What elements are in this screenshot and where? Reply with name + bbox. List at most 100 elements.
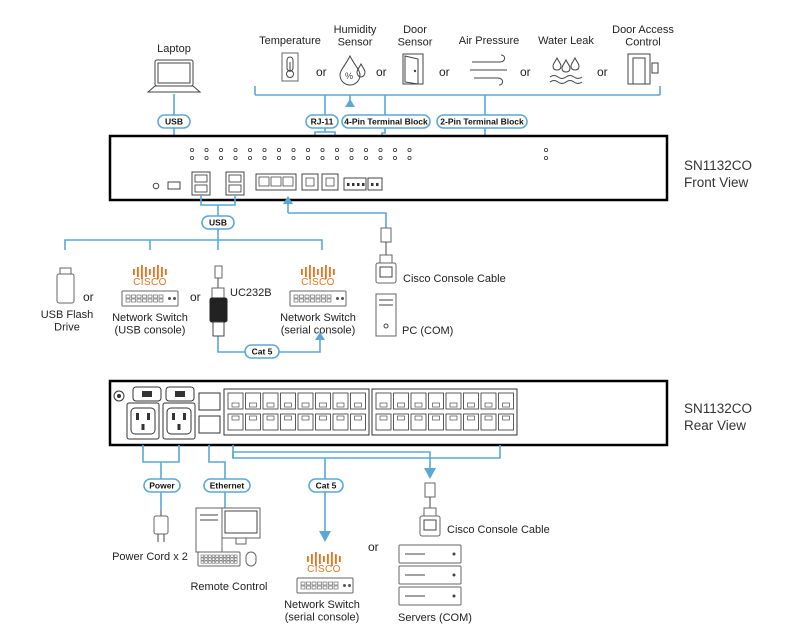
rj45-port-latch — [231, 415, 240, 421]
keyboard-key — [200, 557, 205, 561]
water-leak-icon — [549, 56, 583, 84]
led-indicator — [276, 155, 281, 160]
keyboard-key — [211, 560, 216, 564]
led-indicator — [189, 147, 194, 152]
switch-port — [304, 294, 310, 299]
rj45-port-latch — [432, 402, 440, 408]
laptop-icon — [146, 59, 202, 93]
rj45-port-latch — [502, 402, 510, 408]
switch-port — [293, 294, 299, 299]
pill-4pin: 4-Pin Terminal Block — [341, 114, 431, 129]
led-indicator — [247, 155, 252, 160]
switch-port — [304, 298, 310, 303]
rj45-port-latch — [467, 415, 475, 421]
rj45-port-latch — [502, 415, 510, 421]
led-indicator — [349, 155, 354, 160]
switch-port — [310, 298, 315, 303]
keyboard-key — [204, 554, 208, 558]
led-indicator — [262, 155, 267, 160]
keyboard-key — [230, 557, 234, 561]
keyboard-key — [208, 557, 212, 561]
sensor-label-temperature: Temperature — [259, 35, 321, 47]
led-indicator — [305, 155, 310, 160]
switch-port — [315, 298, 321, 303]
keyboard-key — [222, 557, 227, 561]
switch-port — [142, 298, 147, 303]
rj45-port-latch — [397, 415, 405, 421]
door-icon — [402, 53, 424, 85]
pill-2pin: 2-Pin Terminal Block — [436, 114, 528, 129]
keyboard-key — [200, 560, 205, 564]
switch-port — [326, 294, 332, 299]
keyboard-key — [222, 560, 227, 564]
sensor-label-air-pressure: Air Pressure — [459, 35, 520, 47]
switch-port — [142, 294, 147, 299]
power-cord-label: Power Cord x 2 — [112, 551, 188, 563]
humidity-drops-icon: % — [339, 54, 366, 86]
rj45-port-latch — [414, 415, 423, 421]
cisco-logo: CISCO — [133, 277, 167, 288]
rj45-port-latch — [484, 415, 493, 421]
rj45-port-latch — [231, 402, 240, 408]
switch-port — [293, 298, 299, 303]
svg-text:4-Pin Terminal Block: 4-Pin Terminal Block — [344, 117, 428, 127]
laptop-label: Laptop — [157, 43, 191, 55]
cisco-bar — [153, 267, 155, 277]
cisco-bar — [325, 265, 327, 279]
led-indicator — [392, 155, 397, 160]
switch-led — [348, 584, 351, 587]
rj45-port-latch — [449, 415, 458, 421]
switch-led — [168, 297, 171, 300]
led-indicator — [291, 155, 296, 160]
switch-port — [317, 585, 322, 590]
switch-port — [328, 585, 333, 590]
led-indicator — [189, 155, 194, 160]
switch-port — [317, 581, 322, 586]
pill-power: Power — [143, 478, 181, 493]
rj45-port-latch — [301, 402, 310, 408]
cisco-bar — [333, 269, 335, 275]
pill-cat5-front: Cat 5 — [244, 344, 280, 359]
switch-port — [328, 581, 333, 586]
led-indicator — [233, 155, 238, 160]
rj45-port-latch — [336, 415, 345, 421]
keyboard-key — [215, 554, 219, 558]
switch-port — [147, 294, 153, 299]
net-switch-serial-label: Network Switch(serial console) — [280, 312, 356, 337]
cisco-bar — [309, 265, 311, 279]
or-text: or — [316, 65, 327, 79]
switch-port — [299, 298, 304, 303]
keyboard-key — [234, 554, 238, 558]
led-indicator — [291, 147, 296, 152]
usb-flash-drive-icon — [56, 267, 75, 304]
svg-text:Ethernet: Ethernet — [210, 481, 245, 491]
cisco-bars — [301, 265, 335, 279]
sensor-label-water-leak: Water Leak — [538, 35, 594, 47]
net-switch-usb-label: Network Switch(USB console) — [112, 312, 188, 337]
cisco-bar — [141, 265, 143, 279]
keyboard-key — [204, 557, 208, 561]
remote-control-label: Remote Control — [190, 581, 267, 593]
console-cable-rear-icon — [419, 482, 441, 537]
cisco-bar — [133, 269, 135, 275]
cisco-bar — [331, 552, 333, 566]
rj45-port-latch — [397, 402, 405, 408]
keyboard-key — [215, 557, 219, 561]
front-leds — [189, 147, 412, 160]
cisco-bar — [327, 554, 329, 564]
led-indicator — [204, 147, 209, 152]
rear-view-label: Rear View — [684, 418, 746, 433]
or-text: or — [83, 290, 94, 304]
keyboard-key — [211, 554, 216, 558]
switch-port — [300, 585, 306, 590]
keyboard-key — [230, 560, 234, 564]
rj45-port-latch — [301, 415, 310, 421]
switch-port — [310, 294, 315, 299]
switch-port — [306, 585, 311, 590]
rj45-port-latch — [484, 402, 493, 408]
pill-usb-mid: USB — [201, 215, 235, 230]
rj45-port-latch — [266, 402, 275, 408]
